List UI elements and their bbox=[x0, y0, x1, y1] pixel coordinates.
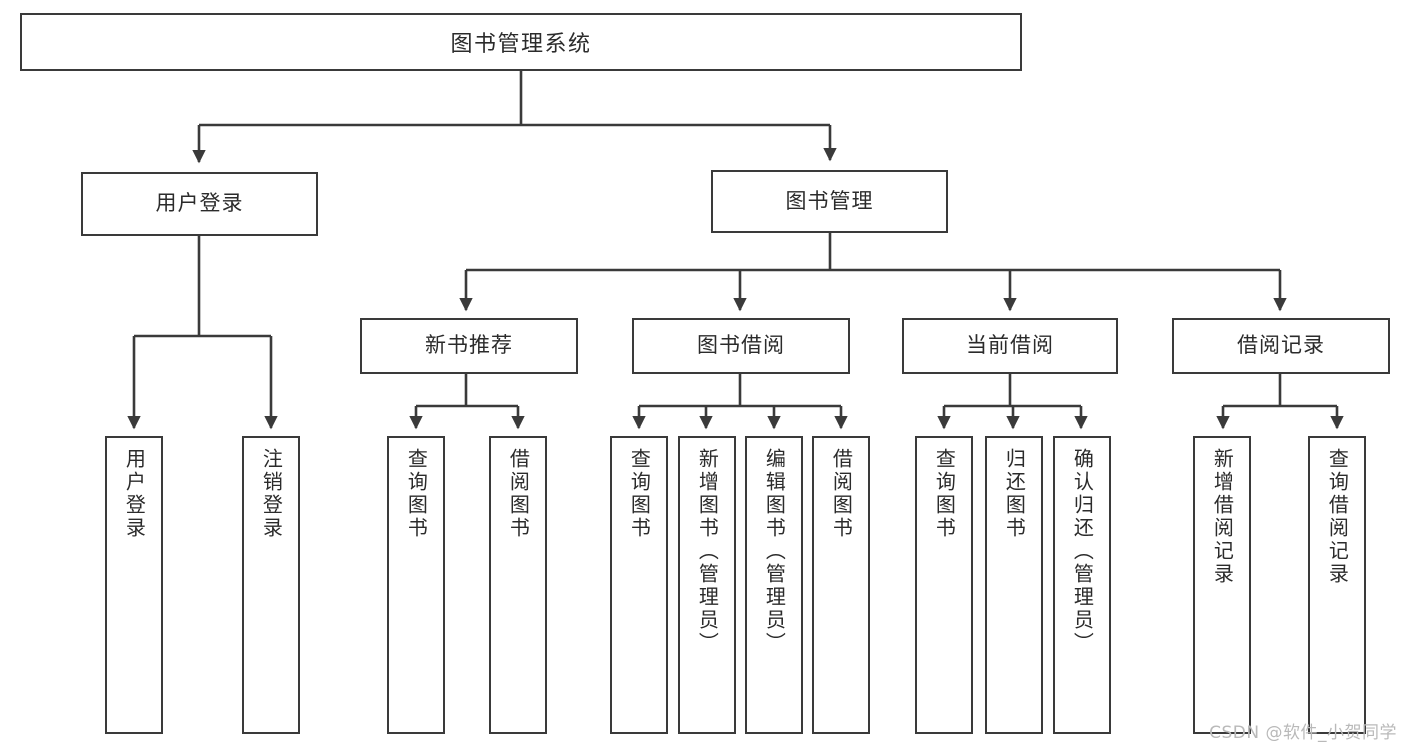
node-book-manage[interactable]: 图书管理 bbox=[711, 170, 948, 233]
node-label: 查询借阅记录 bbox=[1325, 448, 1350, 586]
node-label: 归还图书 bbox=[1002, 448, 1027, 540]
node-label: 用户登录 bbox=[155, 191, 244, 216]
node-leaf-query-book-1[interactable]: 查询图书 bbox=[387, 436, 445, 734]
node-label: 新增借阅记录 bbox=[1210, 448, 1235, 586]
watermark: CSDN @软件_小贺同学 bbox=[1209, 723, 1397, 743]
node-label: 图书管理系统 bbox=[450, 32, 592, 57]
node-leaf-user-logout[interactable]: 注销登录 bbox=[242, 436, 300, 734]
node-leaf-add-record[interactable]: 新增借阅记录 bbox=[1193, 436, 1251, 734]
node-leaf-confirm-return[interactable]: 确认归还（管理员） bbox=[1053, 436, 1111, 734]
node-label: 编辑图书（管理员） bbox=[762, 448, 787, 655]
node-leaf-query-book-3[interactable]: 查询图书 bbox=[915, 436, 973, 734]
node-label: 借阅图书 bbox=[506, 448, 531, 540]
node-label: 图书借阅 bbox=[697, 333, 785, 358]
node-borrow-record[interactable]: 借阅记录 bbox=[1172, 318, 1390, 374]
node-leaf-edit-book[interactable]: 编辑图书（管理员） bbox=[745, 436, 803, 734]
node-leaf-query-record[interactable]: 查询借阅记录 bbox=[1308, 436, 1366, 734]
node-label: 新书推荐 bbox=[425, 333, 513, 358]
node-label: 借阅记录 bbox=[1237, 333, 1325, 358]
node-root[interactable]: 图书管理系统 bbox=[20, 13, 1022, 71]
node-leaf-query-book-2[interactable]: 查询图书 bbox=[610, 436, 668, 734]
node-label: 查询图书 bbox=[627, 448, 652, 540]
node-user-login[interactable]: 用户登录 bbox=[81, 172, 318, 236]
node-label: 借阅图书 bbox=[829, 448, 854, 540]
node-label: 确认归还（管理员） bbox=[1070, 448, 1095, 655]
node-leaf-borrow-book-2[interactable]: 借阅图书 bbox=[812, 436, 870, 734]
node-label: 注销登录 bbox=[259, 448, 284, 540]
node-leaf-return-book[interactable]: 归还图书 bbox=[985, 436, 1043, 734]
node-leaf-user-login[interactable]: 用户登录 bbox=[105, 436, 163, 734]
node-leaf-add-book[interactable]: 新增图书（管理员） bbox=[678, 436, 736, 734]
node-book-borrow[interactable]: 图书借阅 bbox=[632, 318, 850, 374]
node-label: 图书管理 bbox=[785, 188, 874, 213]
node-label: 当前借阅 bbox=[966, 333, 1054, 358]
node-label: 查询图书 bbox=[932, 448, 957, 540]
node-label: 用户登录 bbox=[122, 448, 147, 540]
node-current-borrow[interactable]: 当前借阅 bbox=[902, 318, 1118, 374]
node-label: 查询图书 bbox=[404, 448, 429, 540]
node-leaf-borrow-book-1[interactable]: 借阅图书 bbox=[489, 436, 547, 734]
node-new-book-rec[interactable]: 新书推荐 bbox=[360, 318, 578, 374]
node-label: 新增图书（管理员） bbox=[695, 448, 720, 655]
